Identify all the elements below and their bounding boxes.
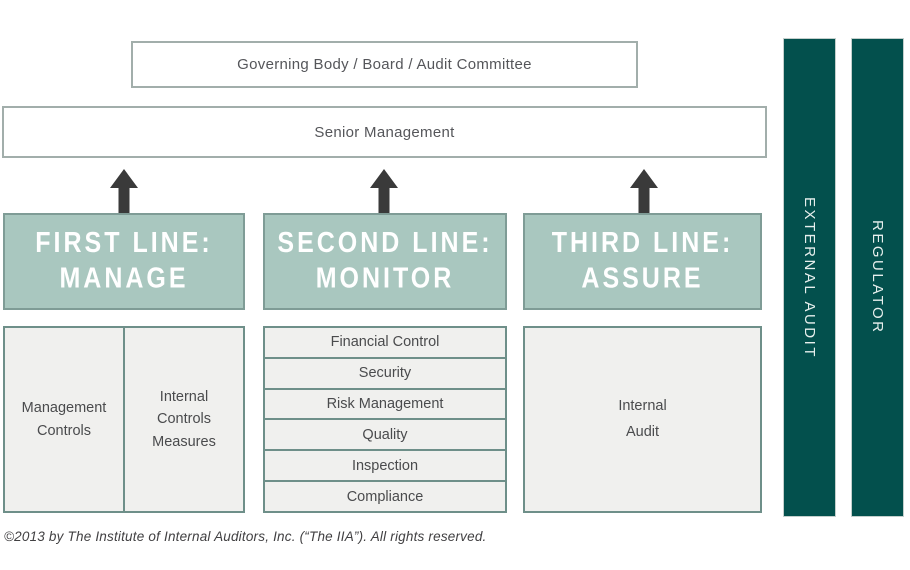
third-line-title: THIRD LINE: ASSURE xyxy=(551,226,734,295)
row-financial-control: Financial Control xyxy=(263,326,507,359)
internal-audit-cell: Internal Audit xyxy=(523,326,762,513)
regulator-bar: REGULATOR xyxy=(851,38,904,517)
second-line-title: SECOND LINE: MONITOR xyxy=(277,226,493,295)
regulator-label: REGULATOR xyxy=(869,220,886,335)
first-line-header: FIRST LINE: MANAGE xyxy=(3,213,245,310)
external-audit-bar: EXTERNAL AUDIT xyxy=(783,38,836,517)
first-line-column: FIRST LINE: MANAGE Management Controls I… xyxy=(3,213,245,513)
up-arrow-icon xyxy=(110,169,138,213)
external-audit-label: EXTERNAL AUDIT xyxy=(801,196,818,359)
row-security: Security xyxy=(263,356,507,390)
governing-body-box: Governing Body / Board / Audit Committee xyxy=(131,41,638,88)
senior-management-box: Senior Management xyxy=(2,106,767,158)
first-line-title: FIRST LINE: MANAGE xyxy=(35,226,213,295)
second-line-body: Financial Control Security Risk Manageme… xyxy=(263,326,507,513)
first-line-body: Management Controls Internal Controls Me… xyxy=(3,326,245,513)
row-inspection: Inspection xyxy=(263,449,507,483)
up-arrow-icon xyxy=(630,169,658,213)
third-line-header: THIRD LINE: ASSURE xyxy=(523,213,762,310)
row-quality: Quality xyxy=(263,418,507,452)
third-line-column: THIRD LINE: ASSURE Internal Audit xyxy=(523,213,762,513)
copyright-note: ©2013 by The Institute of Internal Audit… xyxy=(4,529,487,544)
internal-controls-measures-cell: Internal Controls Measures xyxy=(152,388,216,450)
second-line-column: SECOND LINE: MONITOR Financial Control S… xyxy=(263,213,507,513)
senior-management-label: Senior Management xyxy=(314,123,455,141)
up-arrow-icon xyxy=(370,169,398,213)
row-risk-management: Risk Management xyxy=(263,387,507,421)
management-controls-cell: Management Controls xyxy=(5,328,125,511)
second-line-header: SECOND LINE: MONITOR xyxy=(263,213,507,310)
row-compliance: Compliance xyxy=(263,480,507,513)
governing-body-label: Governing Body / Board / Audit Committee xyxy=(237,56,532,73)
